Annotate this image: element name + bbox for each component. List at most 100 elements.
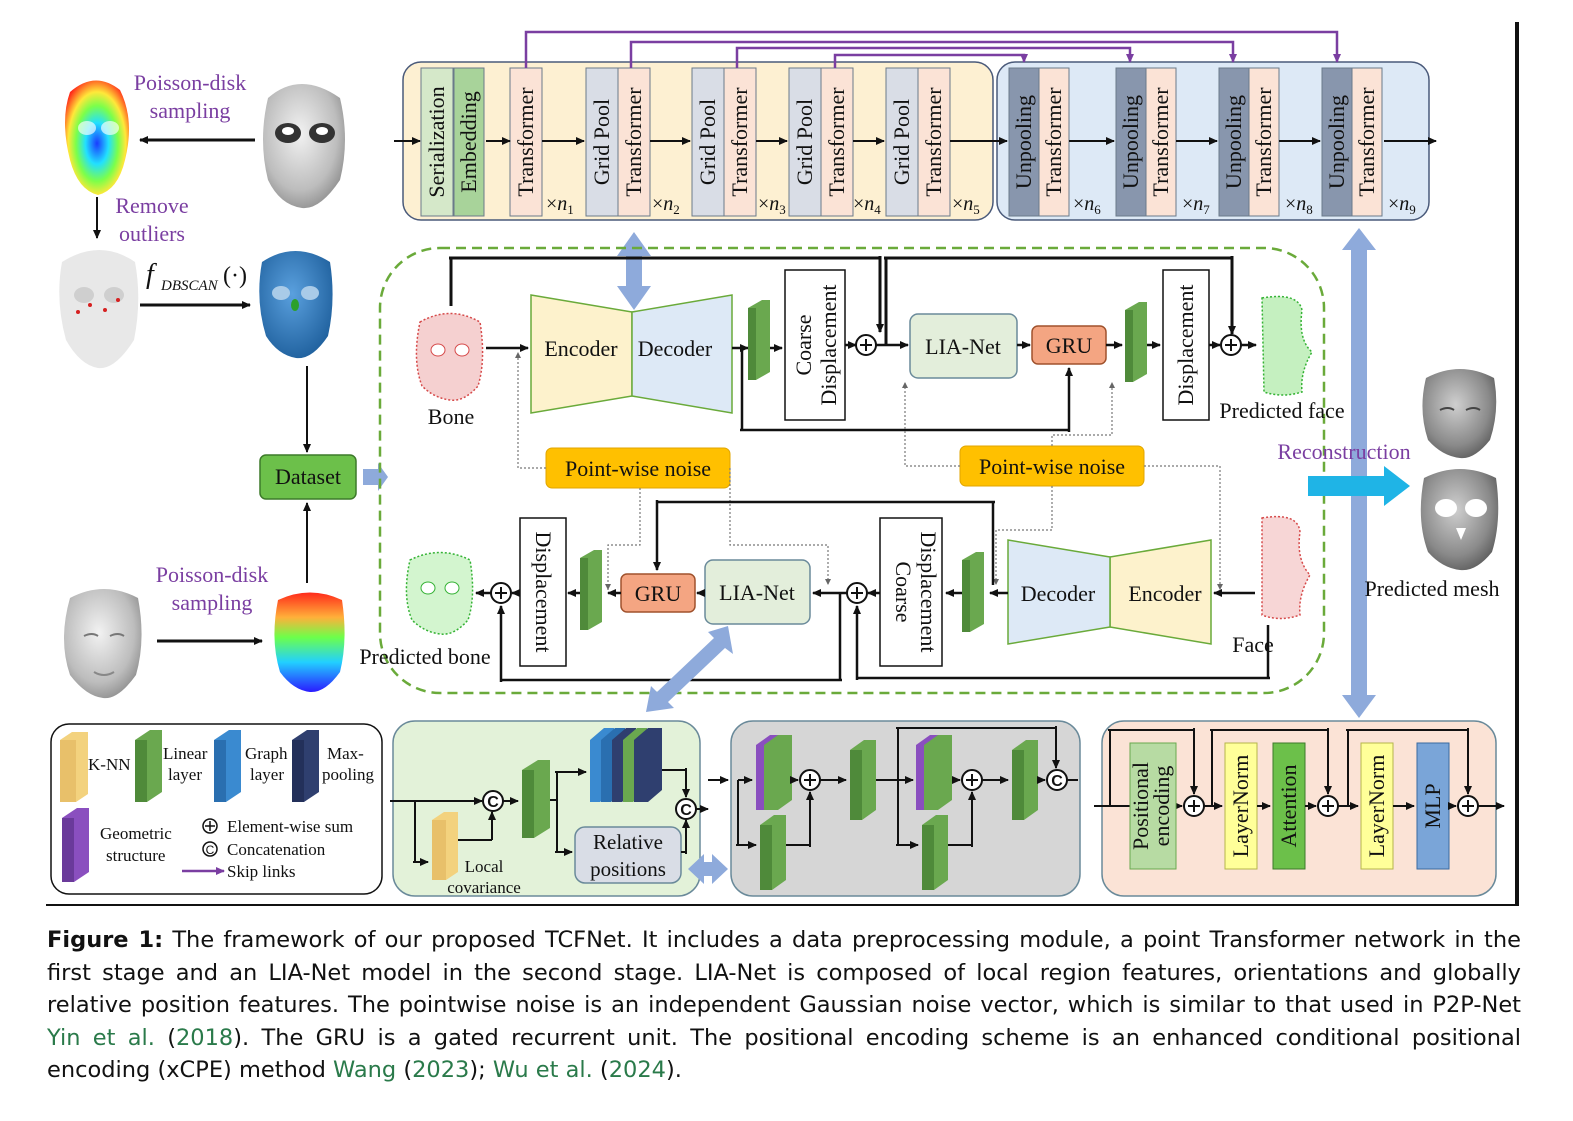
stage1-block-label-13: Transformer <box>1041 87 1066 197</box>
positional-encoding-line1: Positional <box>1128 762 1153 850</box>
stage1-block-17 <box>1248 67 1280 217</box>
relative-positions-link-arrow <box>688 854 728 884</box>
predicted-bone-image <box>405 551 474 635</box>
dataset-label: Dataset <box>275 464 341 489</box>
stage1-block-19 <box>1351 67 1383 217</box>
lia-detail-link-arrow <box>646 626 733 712</box>
mlp-box <box>1416 742 1450 870</box>
stage1-xcpe-link-arrow <box>1342 228 1376 718</box>
caption-text-2: ). The GRU is a gated recurrent unit. Th… <box>47 1024 1521 1084</box>
reconstruction-label: Reconstruction <box>1277 439 1410 464</box>
stage1-block-9 <box>820 67 854 217</box>
repeat-label-7: ×n7 <box>1182 193 1210 217</box>
stage1-block-label-9: Transformer <box>824 87 849 197</box>
citation-wu[interactable]: Wu et al. <box>492 1057 593 1083</box>
stage1-block-16 <box>1218 67 1250 217</box>
figure-caption: Figure 1: The framework of our proposed … <box>47 927 1521 1084</box>
dbscan-function: f <box>146 259 157 290</box>
outlier-skull-image <box>59 250 139 369</box>
citation-yin[interactable]: Yin et al. <box>47 1024 155 1051</box>
preprocessing-module: Poisson-disk sampling Remove outliers f … <box>59 70 388 699</box>
noise-connections <box>515 352 1223 590</box>
lower-decoder-label: Decoder <box>1021 581 1096 606</box>
maxpool-legend-icon <box>292 730 319 802</box>
geo-linear-block-3 <box>922 815 948 890</box>
stage1-block-8 <box>788 67 822 217</box>
legend-concat-label: Concatenation <box>227 840 326 859</box>
predicted-face-mesh <box>1422 369 1497 459</box>
stage1-block-6 <box>691 67 725 217</box>
upper-sum-2 <box>1220 334 1242 356</box>
svg-text:C: C <box>1051 773 1063 790</box>
stage2-lia-net: Bone Encoder Decoder Coarse Displacement… <box>359 246 1345 712</box>
upper-linear-layer-2 <box>1125 302 1147 382</box>
legend-skip-label: Skip links <box>227 862 296 881</box>
layernorm-box-1 <box>1224 742 1258 870</box>
lower-coarse-line1: Coarse <box>891 561 916 622</box>
noise-left-label: Point-wise noise <box>565 456 711 481</box>
lower-sum-1 <box>846 582 868 604</box>
legend-linear-line1: Linear <box>163 744 208 763</box>
caption-label: Figure 1: <box>47 927 164 953</box>
citation-wang[interactable]: Wang <box>333 1057 397 1083</box>
citation-wu-year[interactable]: 2024 <box>608 1057 666 1083</box>
legend-maxpool-line2: pooling <box>322 765 374 784</box>
layernorm-label-2: LayerNorm <box>1364 755 1389 858</box>
stage1-block-1 <box>420 67 454 217</box>
legend-geometric-line2: structure <box>106 846 165 865</box>
citation-yin-year[interactable]: 2018 <box>175 1024 234 1051</box>
geo-block-2 <box>916 735 952 810</box>
relative-positions-line1: Relative <box>593 830 663 854</box>
predicted-mesh-label: Predicted mesh <box>1364 576 1499 601</box>
knn-legend-icon <box>60 732 88 802</box>
repeat-label-1: ×n1 <box>546 193 574 217</box>
upper-coarse-line2: Displacement <box>816 285 841 406</box>
poisson-top-line2: sampling <box>150 98 231 123</box>
face-pointcloud-image <box>1261 515 1311 620</box>
positional-encoding-box <box>1129 742 1177 870</box>
bone-label: Bone <box>428 404 474 429</box>
dataset-box <box>259 454 357 500</box>
bone-pointcloud-image <box>415 312 484 401</box>
legend-sum-label: Element-wise sum <box>227 817 353 836</box>
stage1-block-label-19: Transformer <box>1354 87 1379 197</box>
local-covariance-line1: Local <box>465 857 504 876</box>
lower-linear-layer-1 <box>962 552 984 632</box>
face-mesh-image <box>64 589 142 699</box>
graph-maxpool-stack <box>590 728 662 802</box>
concat-legend-icon: C <box>202 841 218 857</box>
xcpe-sum-3 <box>1457 795 1479 817</box>
upper-linear-layer-1 <box>748 300 770 380</box>
predicted-face-label: Predicted face <box>1219 398 1344 423</box>
caption-text-1: The framework of our proposed TCFNet. It… <box>47 927 1521 1018</box>
skip-links <box>524 30 1341 68</box>
noise-right-label: Point-wise noise <box>979 454 1125 479</box>
legend-knn-label: K-NN <box>88 755 131 774</box>
stage1-block-label-1: Serialization <box>424 86 449 197</box>
relative-positions-line2: positions <box>590 857 666 881</box>
dbscan-arg: (·) <box>223 263 247 289</box>
caption-text-3: ). <box>665 1057 682 1083</box>
geo-sum-1 <box>799 769 821 791</box>
skull-mesh-image <box>263 84 345 209</box>
citation-wang-year[interactable]: 2023 <box>412 1057 470 1083</box>
dataset-to-stage2-arrow <box>363 463 388 491</box>
poisson-bottom-line1: Poisson-disk <box>156 562 268 587</box>
lia-linear-block <box>522 760 550 838</box>
concat-node-2: C <box>675 798 697 820</box>
linear-legend-icon <box>135 730 162 802</box>
upper-decoder <box>631 294 733 414</box>
stage1-block-10 <box>885 67 919 217</box>
sampled-face-image <box>274 592 345 693</box>
stage1-block-7 <box>723 67 757 217</box>
stage1-block-label-10: Grid Pool <box>889 99 914 185</box>
stage1-block-label-7: Transformer <box>727 87 752 197</box>
repeat-label-6: ×n6 <box>1073 193 1101 217</box>
upper-displacement-label: Displacement <box>1173 285 1198 406</box>
reconstruction-arrow <box>1308 466 1410 506</box>
attention-label: Attention <box>1276 764 1301 847</box>
stage1-block-2 <box>453 67 485 217</box>
framework-diagram: Poisson-disk sampling Remove outliers f … <box>46 22 1519 906</box>
lower-linear-layer-2 <box>580 550 602 630</box>
